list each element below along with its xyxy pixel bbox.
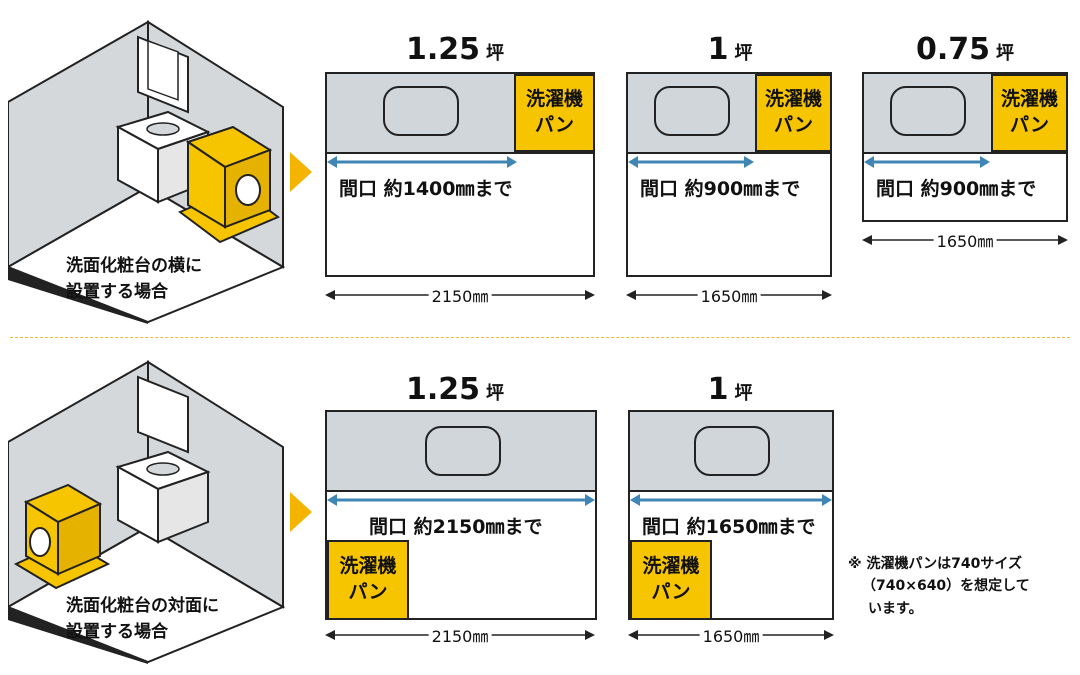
pan-label-line2: パン bbox=[651, 581, 691, 603]
opening-arrow bbox=[864, 156, 990, 168]
plan-size-unit: 坪 bbox=[734, 43, 753, 64]
washer-pan: 洗濯機パン bbox=[327, 540, 409, 620]
floor-plan: 洗濯機パン 間口 約900㎜まで bbox=[862, 72, 1068, 222]
footnote-line2: （740×640）を想定して bbox=[862, 578, 1030, 595]
sink-icon bbox=[890, 86, 966, 136]
floor-plan: 洗濯機パン 間口 約900㎜まで bbox=[626, 72, 832, 277]
pan-label-line1: 洗濯機 bbox=[764, 88, 822, 111]
plan-size-number: 1 bbox=[707, 32, 729, 67]
footnote-line3: います。 bbox=[868, 600, 923, 617]
plan-size-unit: 坪 bbox=[734, 383, 753, 404]
plan-size-number: 1.25 bbox=[405, 372, 481, 407]
pan-label-line2: パン bbox=[535, 114, 574, 136]
pan-label-line1: 洗濯機 bbox=[525, 88, 583, 111]
washer-pan: 洗濯機パン bbox=[755, 74, 832, 152]
floor-plan: 洗濯機パン 間口 約1400㎜まで bbox=[325, 72, 595, 277]
arrow-right-icon bbox=[290, 152, 312, 192]
scene-label-opposite: 洗面化粧台の対面に 設置する場合 bbox=[66, 593, 219, 646]
opening-arrow bbox=[327, 156, 517, 168]
sink-icon bbox=[425, 426, 501, 476]
washer-pan: 洗濯機パン bbox=[630, 540, 712, 620]
opening-label: 間口 約900㎜まで bbox=[640, 178, 801, 200]
width-dimension-label: 2150㎜ bbox=[428, 623, 492, 647]
scene-label-side: 洗面化粧台の横に 設置する場合 bbox=[66, 253, 202, 306]
pan-label-line2: パン bbox=[1010, 114, 1049, 136]
opening-label: 間口 約1650㎜まで bbox=[642, 516, 816, 538]
pan-label-line1: 洗濯機 bbox=[1000, 88, 1058, 111]
plan-size-unit: 坪 bbox=[996, 43, 1015, 64]
plan-size-unit: 坪 bbox=[486, 383, 505, 404]
sink-icon bbox=[383, 86, 459, 136]
scene-label-line2: 設置する場合 bbox=[66, 622, 168, 643]
width-dimension-label: 1650㎜ bbox=[697, 283, 761, 307]
room-illustration-opposite bbox=[8, 360, 286, 664]
pan-label-line2: パン bbox=[774, 114, 813, 136]
arrow-right-icon bbox=[290, 492, 312, 532]
footnote-line1: ※ 洗濯機パンは740サイズ bbox=[848, 556, 1022, 572]
plan-size-number: 1 bbox=[707, 372, 729, 407]
section-divider bbox=[10, 337, 1070, 338]
opening-arrow bbox=[630, 494, 832, 506]
width-dimension-label: 1650㎜ bbox=[933, 228, 997, 252]
sink-icon bbox=[694, 426, 770, 476]
width-dimension-label: 2150㎜ bbox=[428, 283, 492, 307]
pan-label-line1: 洗濯機 bbox=[642, 555, 700, 578]
sink-icon bbox=[654, 86, 730, 136]
width-dimension-label: 1650㎜ bbox=[699, 623, 763, 647]
pan-label-line2: パン bbox=[348, 581, 388, 603]
scene-label-line2: 設置する場合 bbox=[66, 282, 168, 303]
floor-plan: 間口 約2150㎜まで 洗濯機パン bbox=[325, 410, 597, 620]
pan-label-line1: 洗濯機 bbox=[339, 555, 397, 578]
plan-size-unit: 坪 bbox=[486, 43, 505, 64]
footnote: ※ 洗濯機パンは740サイズ （740×640）を想定して います。 bbox=[848, 553, 1030, 620]
floor-plan: 間口 約1650㎜まで 洗濯機パン bbox=[628, 410, 834, 620]
plan-size-number: 1.25 bbox=[405, 32, 481, 67]
opening-label: 間口 約2150㎜まで bbox=[369, 516, 543, 538]
opening-arrow bbox=[628, 156, 754, 168]
opening-label: 間口 約900㎜まで bbox=[876, 178, 1037, 200]
opening-arrow bbox=[327, 494, 595, 506]
washer-pan: 洗濯機パン bbox=[514, 74, 595, 152]
room-illustration-side bbox=[8, 20, 286, 324]
washer-pan: 洗濯機パン bbox=[991, 74, 1068, 152]
vanity-counter bbox=[630, 412, 832, 492]
scene-label-line1: 洗面化粧台の横に bbox=[66, 256, 202, 276]
scene-label-line1: 洗面化粧台の対面に bbox=[66, 596, 219, 616]
opening-label: 間口 約1400㎜まで bbox=[339, 178, 513, 200]
plan-size-number: 0.75 bbox=[915, 32, 991, 67]
